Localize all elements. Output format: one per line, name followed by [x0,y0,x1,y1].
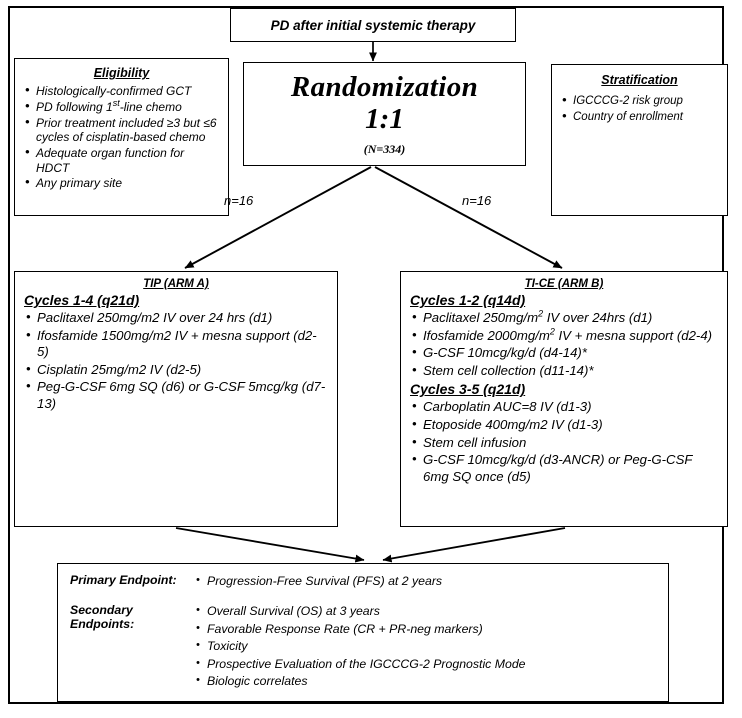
list-item: Paclitaxel 250mg/m2 IV over 24hrs (d1) [410,309,718,327]
list-item: Paclitaxel 250mg/m2 IV over 24 hrs (d1) [24,309,328,327]
list-item: G-CSF 10mcg/kg/d (d4-14)* [410,344,718,362]
secondary-endpoints-row: Secondary Endpoints: Overall Survival (O… [58,602,668,690]
stratification-box: Stratification IGCCCG-2 risk group Count… [551,64,728,216]
list-item: Favorable Response Rate (CR + PR-neg mar… [196,620,526,638]
secondary-endpoint-items: Overall Survival (OS) at 3 years Favorab… [196,602,526,690]
randomization-ratio: 1:1 [365,103,404,135]
list-item: IGCCCG-2 risk group [560,93,719,109]
arm-b-box: TI-CE (ARM B) Cycles 1-2 (q14d) Paclitax… [400,271,728,527]
list-item: Prospective Evaluation of the IGCCCG-2 P… [196,655,526,673]
list-item: Ifosfamide 1500mg/m2 IV + mesna support … [24,327,328,361]
list-item: Adequate organ function for HDCT [23,145,220,175]
stratification-list: IGCCCG-2 risk group Country of enrollmen… [560,93,719,125]
randomization-title: Randomization [290,71,479,103]
list-item: Toxicity [196,637,526,655]
pd-after-initial-therapy-box: PD after initial systemic therapy [230,8,516,42]
arrow-label-left: n=16 [224,193,254,208]
list-item: Country of enrollment [560,109,719,125]
stratification-title: Stratification [601,73,678,87]
arm-a-cycles-header: Cycles 1-4 (q21d) [24,292,140,308]
arrow-arm-b-to-endpoints [382,527,566,563]
eligibility-box: Eligibility Histologically-confirmed GCT… [14,58,229,216]
list-item: Histologically-confirmed GCT [23,83,220,98]
list-item: Biologic correlates [196,672,526,690]
endpoints-box: Primary Endpoint: Progression-Free Survi… [57,563,669,702]
list-item: Peg-G-CSF 6mg SQ (d6) or G-CSF 5mcg/kg (… [24,378,328,412]
list-item: Any primary site [23,175,220,190]
list-item: Etoposide 400mg/m2 IV (d1-3) [410,416,718,434]
list-item: Prior treatment included ≥3 but ≤6 cycle… [23,115,220,145]
list-item: PD following 1st-line chemo [23,98,220,114]
randomization-sample-size: (N=334) [363,142,406,156]
secondary-endpoints-label: Secondary Endpoints: [70,603,135,632]
list-item: Stem cell infusion [410,434,718,452]
arrow-arm-a-to-endpoints [175,527,365,563]
pd-box-text: PD after initial systemic therapy [270,17,476,33]
list-item: Progression-Free Survival (PFS) at 2 yea… [196,572,442,590]
primary-endpoint-items: Progression-Free Survival (PFS) at 2 yea… [196,572,442,590]
list-item: Overall Survival (OS) at 3 years [196,602,526,620]
list-item: Cisplatin 25mg/m2 IV (d2-5) [24,361,328,379]
randomization-box: Randomization 1:1 (N=334) [243,62,526,166]
eligibility-title: Eligibility [93,66,150,80]
arm-a-box: TIP (ARM A) Cycles 1-4 (q21d) Paclitaxel… [14,271,338,527]
arm-b-cycles-2-header: Cycles 3-5 (q21d) [410,381,526,398]
arm-b-cycles-1-header: Cycles 1-2 (q14d) [410,292,526,308]
list-item: G-CSF 10mcg/kg/d (d3-ANCR) or Peg-G-CSF … [410,451,718,485]
primary-endpoint-label: Primary Endpoint: [70,573,177,587]
primary-endpoint-row: Primary Endpoint: Progression-Free Survi… [58,572,668,590]
arm-b-cycles-2-list: Carboplatin AUC=8 IV (d1-3) Etoposide 40… [410,398,718,485]
list-item: Stem cell collection (d11-14)* [410,362,718,380]
eligibility-list: Histologically-confirmed GCT PD followin… [23,83,220,191]
list-item: Ifosfamide 2000mg/m2 IV + mesna support … [410,327,718,345]
arrow-randomization-to-arm-a [184,166,372,269]
arm-a-regimen-list: Paclitaxel 250mg/m2 IV over 24 hrs (d1) … [24,309,328,413]
arm-b-cycles-1-list: Paclitaxel 250mg/m2 IV over 24hrs (d1) I… [410,309,718,380]
arm-a-title: TIP (ARM A) [143,278,209,290]
arm-b-title: TI-CE (ARM B) [524,278,604,290]
arrow-label-right: n=16 [462,193,492,208]
arrow-randomization-to-arm-b [374,166,563,269]
list-item: Carboplatin AUC=8 IV (d1-3) [410,398,718,416]
